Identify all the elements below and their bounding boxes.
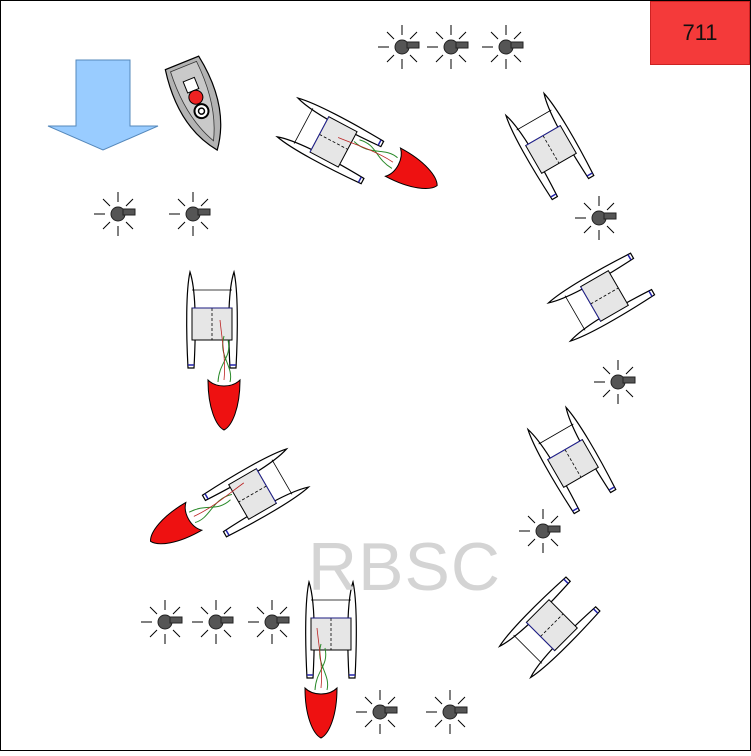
catamaran-with-spinnaker bbox=[305, 582, 356, 738]
whistle-icon bbox=[141, 600, 182, 644]
whistle-icon bbox=[482, 25, 523, 69]
whistle-icon bbox=[519, 509, 560, 553]
whistle-icon bbox=[169, 192, 210, 236]
catamaran-boat bbox=[503, 92, 595, 200]
whistle-icon bbox=[192, 600, 233, 644]
catamaran-boat bbox=[547, 252, 655, 344]
whistle-icon bbox=[594, 360, 635, 404]
whistle-icon bbox=[378, 25, 419, 69]
whistle-icon bbox=[248, 600, 289, 644]
catamaran-boat bbox=[525, 406, 617, 514]
catamaran-boat bbox=[497, 576, 601, 680]
whistle-icon bbox=[575, 196, 616, 240]
diagram-number-badge: 711 bbox=[650, 1, 750, 65]
whistle-icon bbox=[426, 690, 467, 734]
whistle-icon bbox=[427, 25, 468, 69]
catamaran-with-spinnaker bbox=[187, 272, 240, 430]
wind-arrow-icon bbox=[48, 60, 158, 150]
whistle-icon bbox=[94, 192, 135, 236]
whistle-icon bbox=[356, 690, 397, 734]
catamaran-with-spinnaker bbox=[276, 95, 445, 217]
committee-boat-icon bbox=[163, 55, 236, 158]
catamaran-with-spinnaker bbox=[143, 445, 311, 571]
